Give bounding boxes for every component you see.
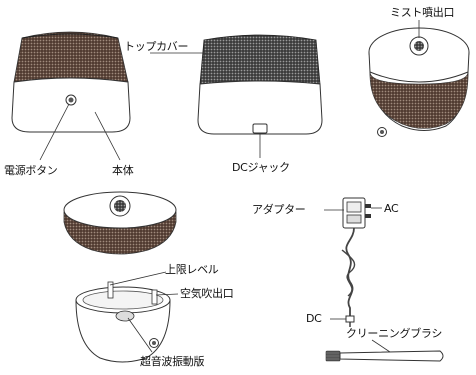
label-adapter: アダプター bbox=[252, 203, 306, 216]
leader-ultrasonic bbox=[127, 317, 153, 353]
base-water-tank bbox=[75, 281, 171, 363]
ac-adapter-icon bbox=[342, 197, 371, 229]
unit-angled-view bbox=[368, 27, 470, 137]
cleaning-brush-icon bbox=[325, 350, 444, 362]
dc-plug-icon bbox=[345, 315, 355, 327]
label-cleaning-brush: クリーニングブラシ bbox=[346, 327, 443, 340]
leader-upper-limit bbox=[109, 271, 167, 286]
label-top-cover: トップカバー bbox=[124, 40, 189, 53]
power-button-icon-side bbox=[377, 127, 387, 137]
label-main-body: 本体 bbox=[112, 164, 134, 177]
label-dc-jack: DCジャック bbox=[232, 161, 290, 174]
unit-front-view bbox=[11, 31, 131, 133]
top-cover-removed bbox=[63, 191, 177, 255]
adapter-cord bbox=[345, 227, 355, 320]
label-power-button: 電源ボタン bbox=[4, 164, 58, 177]
leader-brush bbox=[371, 339, 391, 353]
leader-air-outlet bbox=[155, 293, 179, 296]
label-mist-outlet: ミスト噴出口 bbox=[390, 6, 455, 19]
leader-power-button bbox=[39, 103, 70, 161]
label-upper-limit-level: 上限レベル bbox=[165, 263, 219, 276]
label-air-outlet: 空気吹出口 bbox=[180, 287, 234, 300]
label-ultrasonic-plate: 超音波振動版 bbox=[140, 355, 205, 368]
label-dc: DC bbox=[306, 312, 322, 325]
unit-back-view bbox=[197, 34, 323, 135]
power-button-icon bbox=[65, 94, 77, 106]
leader-main-body bbox=[94, 111, 121, 161]
power-button-icon-base bbox=[149, 338, 159, 348]
label-ac: AC bbox=[384, 202, 399, 215]
